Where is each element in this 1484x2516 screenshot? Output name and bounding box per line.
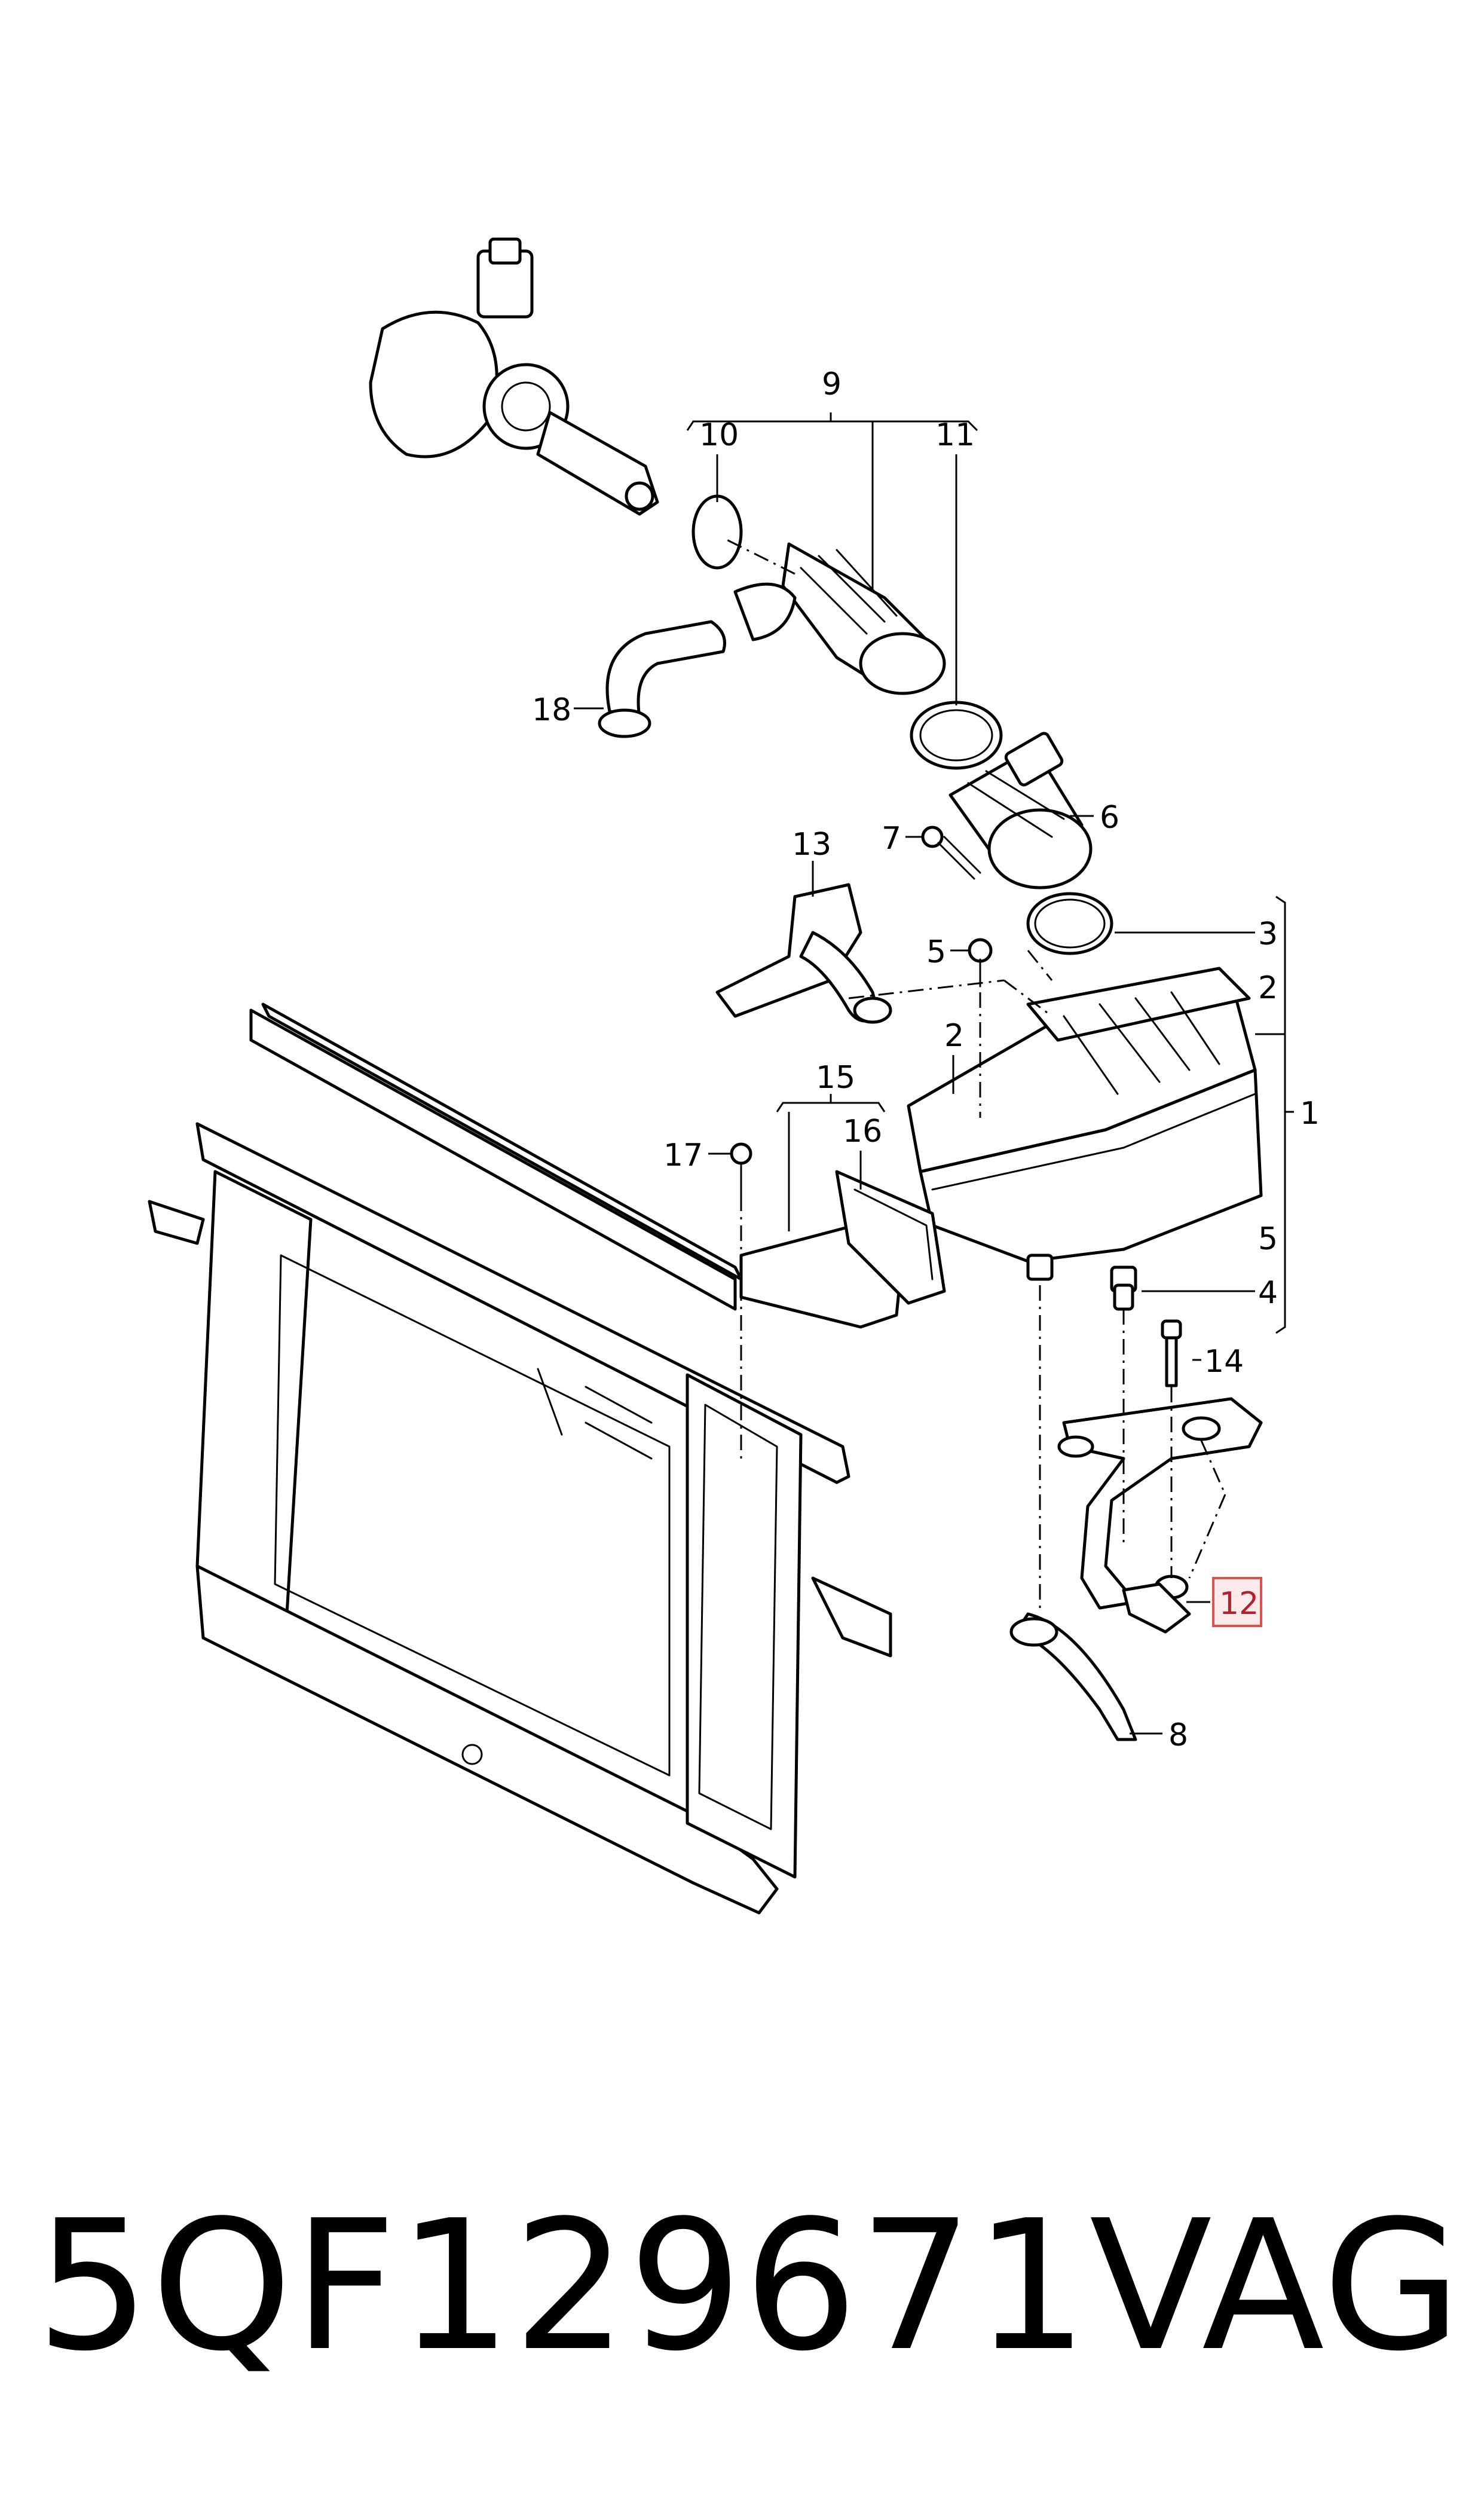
grommet-4 [1113, 1283, 1134, 1311]
highlight-box-12 [1212, 1577, 1262, 1627]
air-duct [715, 883, 892, 1024]
callout-4: 4 [1258, 1275, 1278, 1311]
air-mass-meter [948, 732, 1113, 955]
callout-7: 7 [882, 821, 901, 857]
callout-17: 17 [663, 1138, 703, 1173]
callout-13: 13 [792, 827, 831, 863]
callout-8: 8 [1168, 1717, 1188, 1753]
callout-16: 16 [843, 1114, 882, 1150]
bolt-14 [1161, 1319, 1182, 1387]
callout-11: 11 [935, 417, 975, 453]
brand-name: VAG [1089, 2182, 1463, 2390]
part-number: 5QF129671 [36, 2182, 1090, 2390]
callout-12: 12 [1219, 1586, 1259, 1622]
callout-1: 1 [1300, 1096, 1320, 1132]
air-filter-housing [907, 967, 1263, 1293]
callout-3: 3 [1258, 916, 1278, 952]
screw-5 [968, 938, 993, 988]
callout-2-right: 2 [1258, 970, 1278, 1006]
callout-numbers: 9 10 11 18 7 6 13 3 5 2 2 15 1 16 17 5 4… [532, 366, 1320, 1753]
part-caption: 5QF129671 VAG [36, 2182, 1461, 2390]
breather-hose [598, 620, 726, 738]
buffer-12 [1122, 1575, 1191, 1634]
turbocharger [369, 237, 659, 516]
callout-15: 15 [816, 1060, 855, 1096]
callout-5-lower: 5 [1258, 1221, 1278, 1257]
front-end-carrier [148, 1002, 892, 1915]
air-guide [739, 1170, 946, 1329]
screw-7 [921, 826, 981, 880]
callout-5-upper: 5 [926, 934, 946, 970]
screw-17 [730, 1142, 752, 1197]
mounting-bracket [1057, 1397, 1263, 1610]
leader-lines [574, 412, 1294, 1735]
callout-18: 18 [532, 692, 571, 728]
assembly-lines [723, 537, 1226, 1614]
drain-hose [1009, 1612, 1137, 1741]
intake-hose [691, 494, 1003, 770]
callout-9: 9 [822, 366, 842, 402]
callout-14: 14 [1204, 1344, 1244, 1380]
callout-6: 6 [1100, 800, 1119, 836]
callout-2-left: 2 [944, 1018, 964, 1054]
callout-10: 10 [699, 417, 739, 453]
